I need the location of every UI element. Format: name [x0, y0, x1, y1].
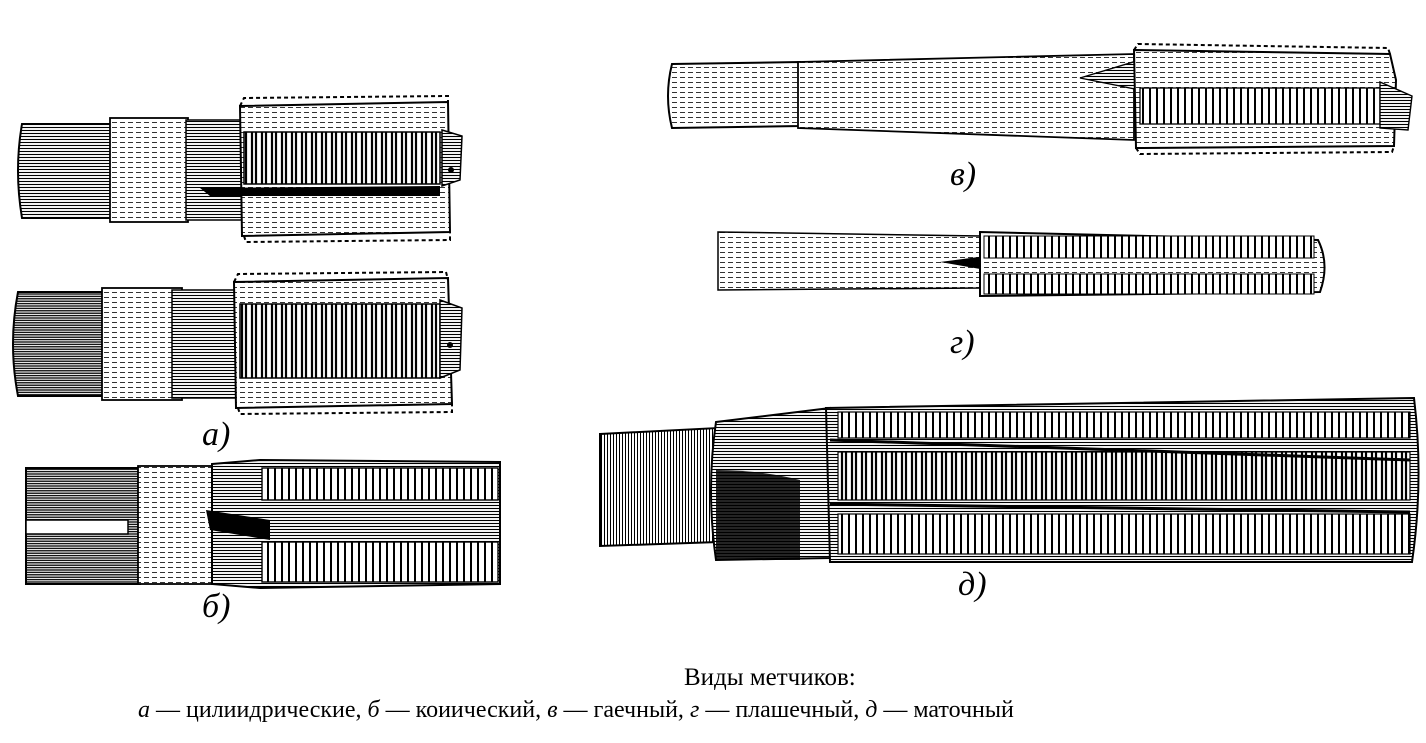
legend-text-d: — маточный: [877, 697, 1014, 723]
tap-d-master-icon: [599, 396, 1420, 563]
caption-legend: а — цилиидрические, б — коиический, в — …: [138, 696, 1014, 724]
legend-text-a: — цилиидрические,: [150, 697, 368, 723]
tap-g-die-icon: [717, 230, 1326, 298]
label-a: а): [202, 416, 231, 453]
label-g: г): [950, 324, 975, 361]
tap-b-conical-icon: [25, 458, 501, 590]
tap-a-upper-icon: [17, 94, 463, 244]
label-b: б): [202, 588, 231, 625]
tap-a-lower-icon: [12, 270, 463, 416]
legend-letter-b: б: [367, 697, 380, 723]
legend-letter-v: в: [547, 697, 558, 723]
label-d: д): [958, 566, 987, 603]
legend-letter-d: д: [865, 697, 878, 723]
label-v: в): [950, 156, 977, 193]
caption-title: Виды метчиков:: [684, 664, 856, 691]
legend-text-b: — коиический,: [379, 697, 548, 723]
legend-text-g: — плашечный,: [699, 697, 866, 723]
tap-v-nut-icon: [667, 42, 1413, 156]
legend-letter-g: г: [689, 697, 700, 723]
legend-letter-a: а: [138, 697, 150, 723]
legend-text-v: — гаечный,: [557, 697, 690, 723]
